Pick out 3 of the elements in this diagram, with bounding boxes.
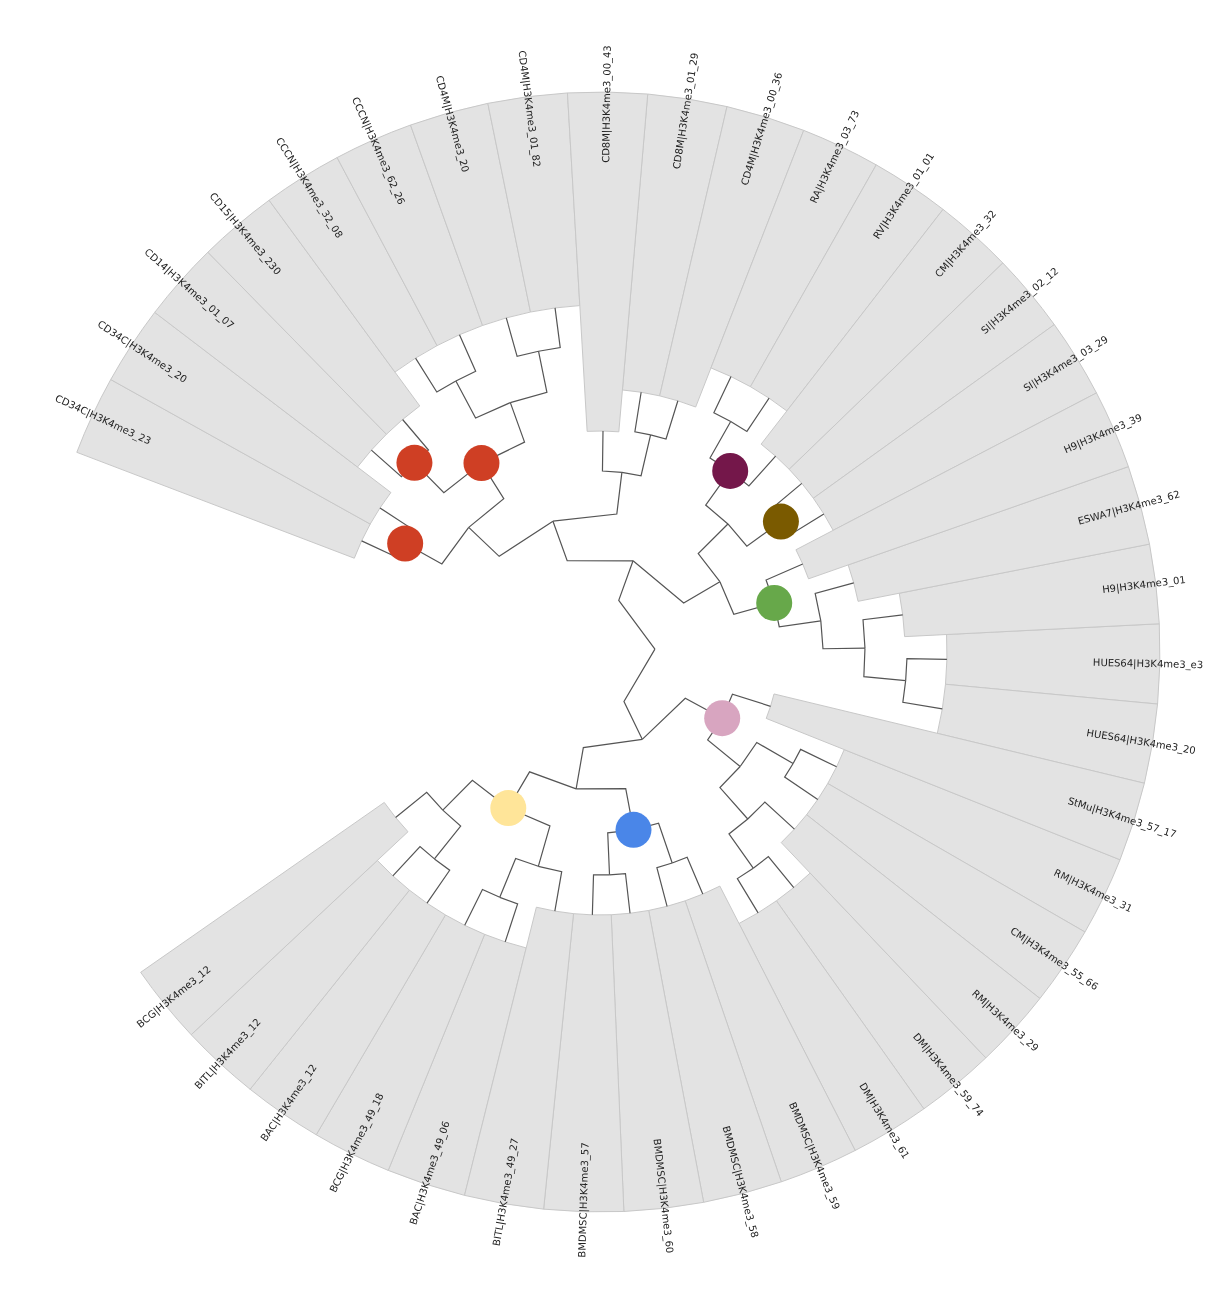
leaf-label: HUES64|H3K4me3_e3 [1092, 656, 1204, 671]
leaf-label: BMDMSC|H3K4me3_57 [576, 1141, 592, 1258]
leaf-label: CD8M|H3K4me3_00_43 [600, 45, 615, 163]
